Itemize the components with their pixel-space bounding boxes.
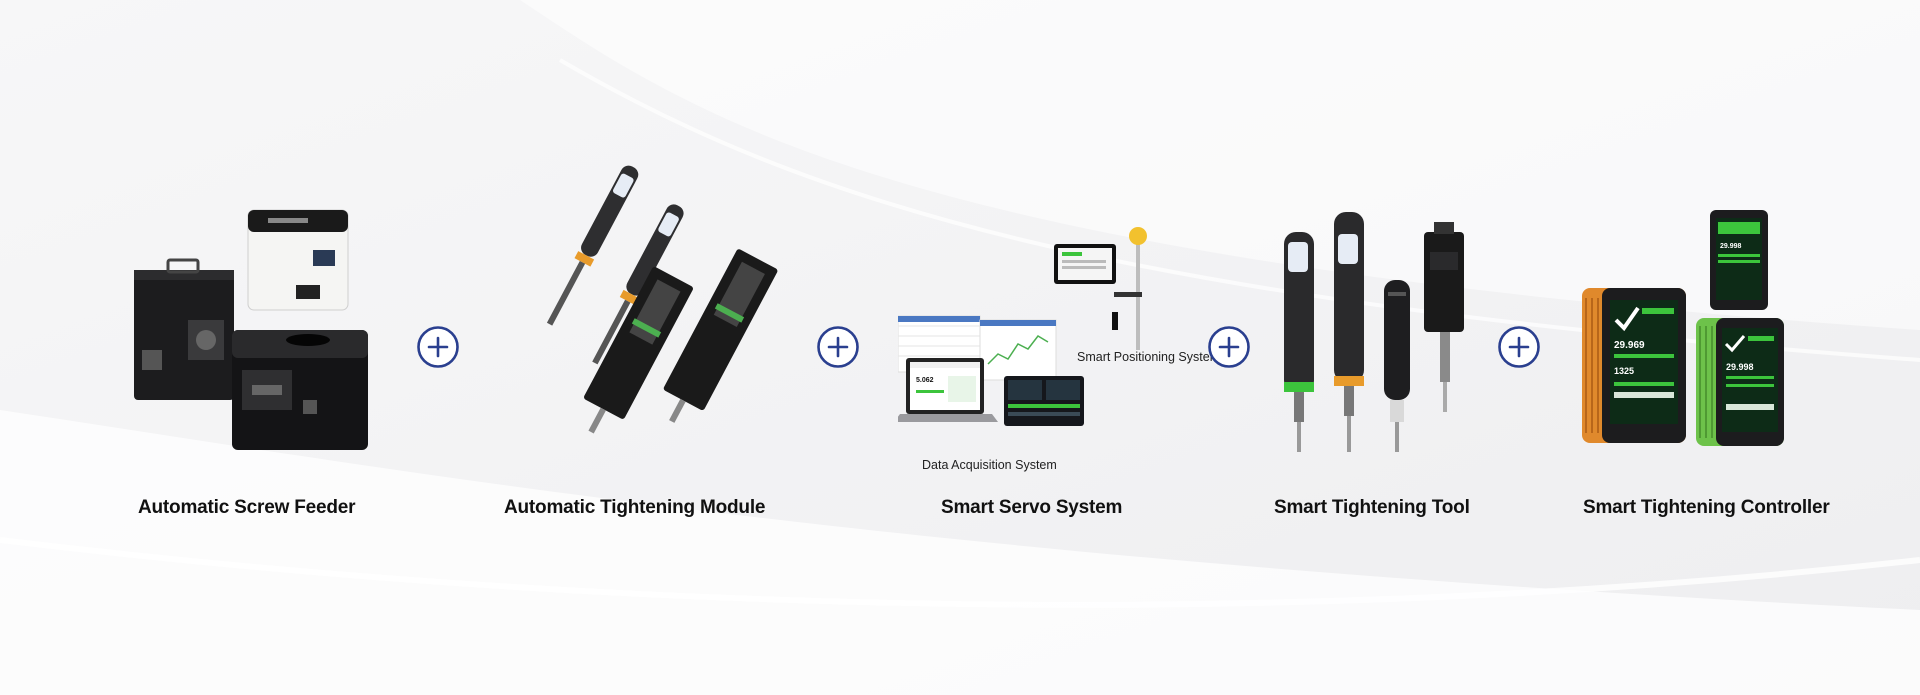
product-label-module: Automatic Tightening Module [504,497,766,518]
data-acquisition-image: 5.062 [894,314,1118,449]
controller-count: 1325 [1614,366,1634,376]
plus-icon [1207,325,1251,369]
controller-torque-a: 29.969 [1614,340,1645,351]
screw-feeder-image [128,200,378,465]
product-label-tool: Smart Tightening Tool [1274,497,1470,518]
laptop-readout: 5.062 [916,377,934,384]
sub-label-acquisition: Data Acquisition System [922,458,1057,472]
tightening-tool-image [1270,212,1500,467]
product-label-feeder: Automatic Screw Feeder [138,497,356,518]
product-label-controller: Smart Tightening Controller [1583,497,1830,518]
tightening-controller-image: 29.998 29.969 1325 [1580,208,1790,453]
plus-icon [1497,325,1541,369]
controller-small-readout: 29.998 [1720,243,1742,250]
tightening-module-image [500,160,800,465]
product-label-servo: Smart Servo System [941,497,1123,518]
sub-label-positioning: Smart Positioning System [1077,350,1221,364]
plus-icon [816,325,860,369]
positioning-system-image [1052,222,1162,357]
plus-icon [416,325,460,369]
controller-torque-b: 29.998 [1726,362,1754,372]
